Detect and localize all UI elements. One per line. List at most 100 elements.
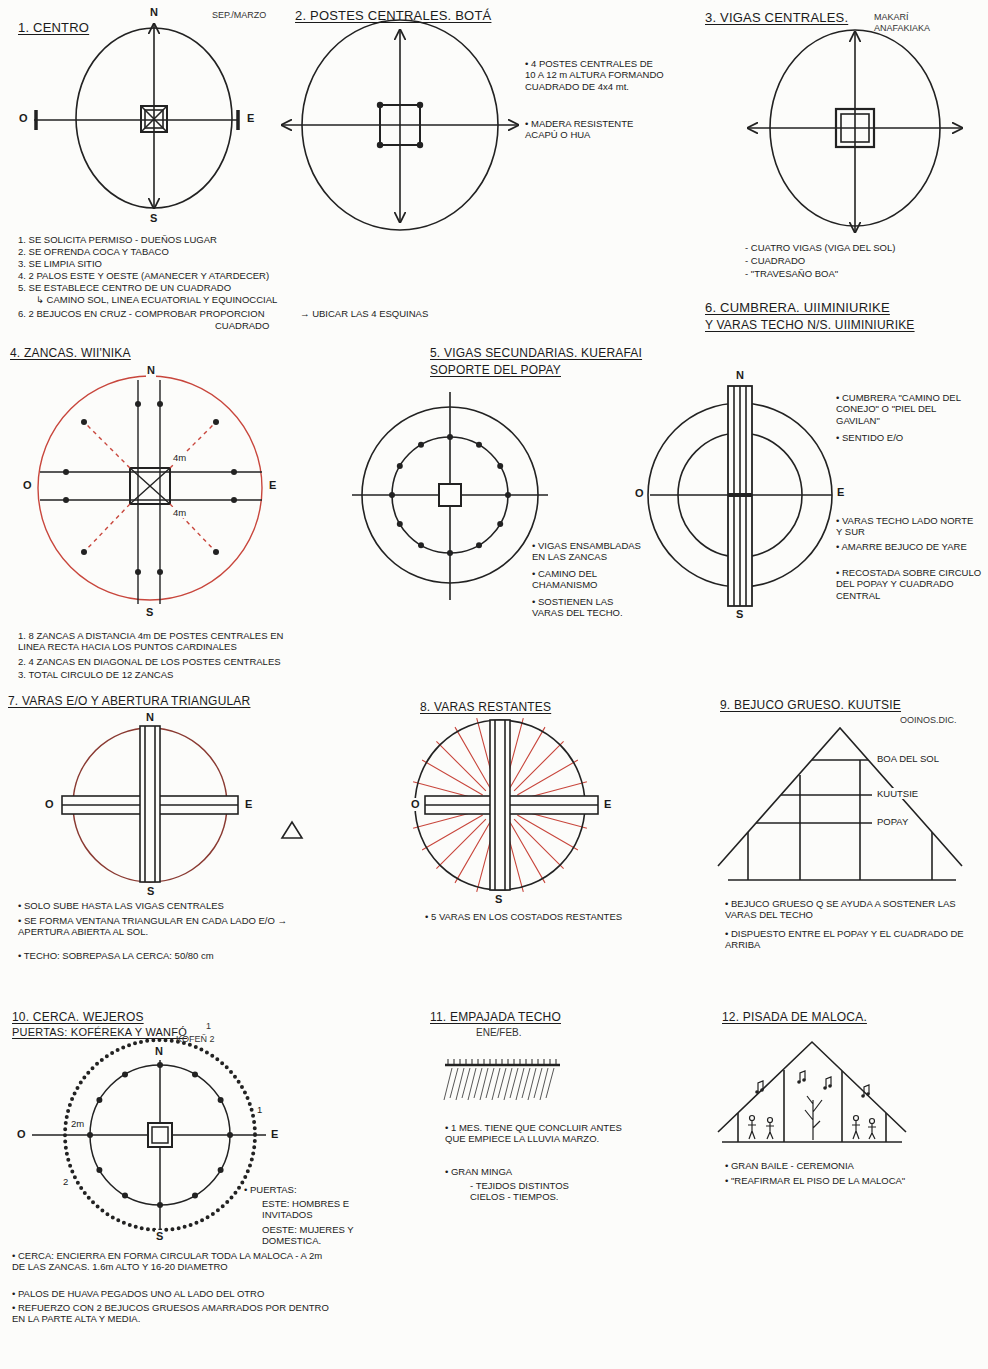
panel-heading: 4. ZANCAS. WII'NIKA xyxy=(10,346,131,360)
note-text: • AMARRE BEJUCO DE YARE xyxy=(836,541,982,552)
note-text: • REFUERZO CON 2 BEJUCOS GRUESOS AMARRAD… xyxy=(12,1302,332,1325)
dimension-label: 4m xyxy=(172,452,187,463)
note-text: • SE FORMA VENTANA TRIANGULAR EN CADA LA… xyxy=(18,915,318,938)
note-text: • SOSTIENEN LAS VARAS DEL TECHO. xyxy=(532,596,644,619)
figure-label: POPAY xyxy=(876,816,909,827)
direction-letter: N xyxy=(735,369,745,382)
direction-letter: O xyxy=(22,479,33,492)
direction-letter: E xyxy=(603,798,612,811)
note-text: - TEJIDOS DISTINTOS CIELOS - TIEMPOS. xyxy=(470,1180,600,1203)
panel-heading: 9. BEJUCO GRUESO. KUUTSIE xyxy=(720,698,901,712)
dimension-label: 2m xyxy=(70,1118,85,1129)
central-posts-figure xyxy=(282,20,518,230)
note-text: • PALOS DE HUAVA PEGADOS UNO AL LADO DEL… xyxy=(12,1288,264,1299)
panel-heading: Y VARAS TECHO N/S. UIIMINIURIKE xyxy=(705,318,915,332)
panel-heading: 7. VARAS E/O Y ABERTURA TRIANGULAR xyxy=(8,694,250,708)
small-annotation: OOINOS.DIC. xyxy=(900,715,957,726)
small-annotation: ENE/FEB. xyxy=(476,1027,522,1039)
direction-letter: E xyxy=(268,479,277,492)
note-text: • PUERTAS: xyxy=(244,1184,297,1195)
note-text: • SOLO SUBE HASTA LAS VIGAS CENTRALES xyxy=(18,900,224,911)
panel-heading: PUERTAS: KOFÉREKA Y WANFÓ xyxy=(12,1026,187,1039)
note-text: 1. SE SOLICITA PERMISO - DUEÑOS LUGAR xyxy=(18,234,217,245)
panel-heading: 8. VARAS RESTANTES xyxy=(420,700,551,714)
roof-section-figure xyxy=(718,728,962,880)
direction-letter: N xyxy=(154,1045,164,1058)
panel-heading: 3. VIGAS CENTRALES. xyxy=(705,10,848,26)
direction-letter: S xyxy=(146,885,155,898)
note-text: • VARAS TECHO LADO NORTE Y SUR xyxy=(836,515,982,538)
note-text: - CUATRO VIGAS (VIGA DEL SOL) xyxy=(745,242,895,253)
direction-letter: E xyxy=(244,798,253,811)
note-text: ESTE: HOMBRES E INVITADOS xyxy=(262,1198,372,1221)
east-west-rafters-figure xyxy=(62,726,302,882)
direction-letter: S xyxy=(145,606,154,619)
note-text: • RECOSTADA SOBRE CIRCULO DEL POPAY Y CU… xyxy=(836,567,982,601)
direction-letter: S xyxy=(155,1230,164,1243)
direction-letter: O xyxy=(18,112,29,125)
small-annotation: KOFEÑ 2 xyxy=(176,1034,215,1045)
note-text: • CAMINO DEL CHAMANISMO xyxy=(532,568,644,591)
panel-heading: 2. POSTES CENTRALES. BOTÁ xyxy=(295,8,491,24)
direction-letter: N xyxy=(149,6,159,19)
panel-heading: 1. CENTRO xyxy=(18,20,89,36)
center-figure xyxy=(34,24,238,208)
direction-letter: S xyxy=(149,212,158,225)
note-text: CUADRADO xyxy=(215,320,269,331)
figure-label: 1 xyxy=(256,1104,263,1115)
note-text: • CUMBRERA "CAMINO DEL CONEJO" O "PIEL D… xyxy=(836,392,982,426)
secondary-beams-figure xyxy=(352,392,548,600)
fence-figure xyxy=(32,1040,266,1230)
note-text: - CUADRADO xyxy=(745,255,805,266)
direction-letter: N xyxy=(146,364,156,377)
direction-letter: O xyxy=(16,1128,27,1141)
note-text: 3. TOTAL CIRCULO DE 12 ZANCAS xyxy=(18,669,173,680)
panel-heading: 10. CERCA. WEJEROS xyxy=(12,1010,144,1024)
panel-heading: 12. PISADA DE MALOCA. xyxy=(722,1010,867,1024)
note-text: • GRAN MINGA xyxy=(445,1166,512,1177)
direction-letter: S xyxy=(735,608,744,621)
dance-figure xyxy=(718,1042,906,1142)
note-text: • TECHO: SOBREPASA LA CERCA: 50/80 cm xyxy=(18,950,214,961)
note-text: • 4 POSTES CENTRALES DE 10 A 12 m ALTURA… xyxy=(525,58,665,92)
note-text: • CERCA: ENCIERRA EN FORMA CIRCULAR TODA… xyxy=(12,1250,332,1273)
note-text: • DISPUESTO ENTRE EL POPAY Y EL CUADRADO… xyxy=(725,928,965,951)
note-text: • MADERA RESISTENTE ACAPÚ O HUA xyxy=(525,118,655,141)
panel-heading: 5. VIGAS SECUNDARIAS. KUERAFAI xyxy=(430,346,642,360)
direction-letter: E xyxy=(246,112,255,125)
note-text: • GRAN BAILE - CEREMONIA xyxy=(725,1160,854,1171)
note-text: OESTE: MUJERES Y DOMESTICA. xyxy=(262,1224,372,1247)
small-annotation: 1 xyxy=(206,1021,211,1032)
direction-letter: N xyxy=(145,711,155,724)
dimension-label: 4m xyxy=(172,507,187,518)
note-text: • "REAFIRMAR EL PISO DE LA MALOCA" xyxy=(725,1175,905,1186)
stilts-figure xyxy=(38,376,262,604)
note-text: • SENTIDO E/O xyxy=(836,432,982,443)
small-annotation: SEP./MARZO xyxy=(212,10,266,21)
panel-heading: SOPORTE DEL POPAY xyxy=(430,363,561,377)
figure-label: 2 xyxy=(62,1176,69,1187)
note-text: • VIGAS ENSAMBLADAS EN LAS ZANCAS xyxy=(532,540,644,563)
direction-letter: S xyxy=(494,893,503,906)
note-text: 2. SE OFRENDA COCA Y TABACO xyxy=(18,246,169,257)
panel-heading: 6. CUMBRERA. UIIMINIURIKE xyxy=(705,300,890,316)
remaining-rafters-figure xyxy=(413,718,598,892)
note-text: ↳ CAMINO SOL, LINEA ECUATORIAL Y EQUINOC… xyxy=(36,294,277,305)
direction-letter: O xyxy=(44,798,55,811)
panel-heading: 11. EMPAJADA TECHO xyxy=(430,1010,561,1024)
note-text: 6. 2 BEJUCOS EN CRUZ - COMPROBAR PROPORC… xyxy=(18,308,265,319)
thatch-figure xyxy=(444,1059,560,1100)
note-text: 3. SE LIMPIA SITIO xyxy=(18,258,102,269)
note-text: • BEJUCO GRUESO Q SE AYUDA A SOSTENER LA… xyxy=(725,898,965,921)
note-text: • 5 VARAS EN LOS COSTADOS RESTANTES xyxy=(425,911,625,922)
note-text: • 1 MES. TIENE QUE CONCLUIR ANTES QUE EM… xyxy=(445,1122,645,1145)
note-text: 4. 2 PALOS ESTE Y OESTE (AMANECER Y ATAR… xyxy=(18,270,269,281)
central-beams-figure xyxy=(748,30,962,232)
figure-label: KUUTSIE xyxy=(876,788,919,799)
small-annotation: MAKARÍ ANAFAKIAKA xyxy=(874,12,944,34)
direction-letter: E xyxy=(270,1128,279,1141)
figure-label: BOA DEL SOL xyxy=(876,753,940,764)
ridge-figure xyxy=(648,386,832,606)
direction-letter: O xyxy=(634,487,645,500)
